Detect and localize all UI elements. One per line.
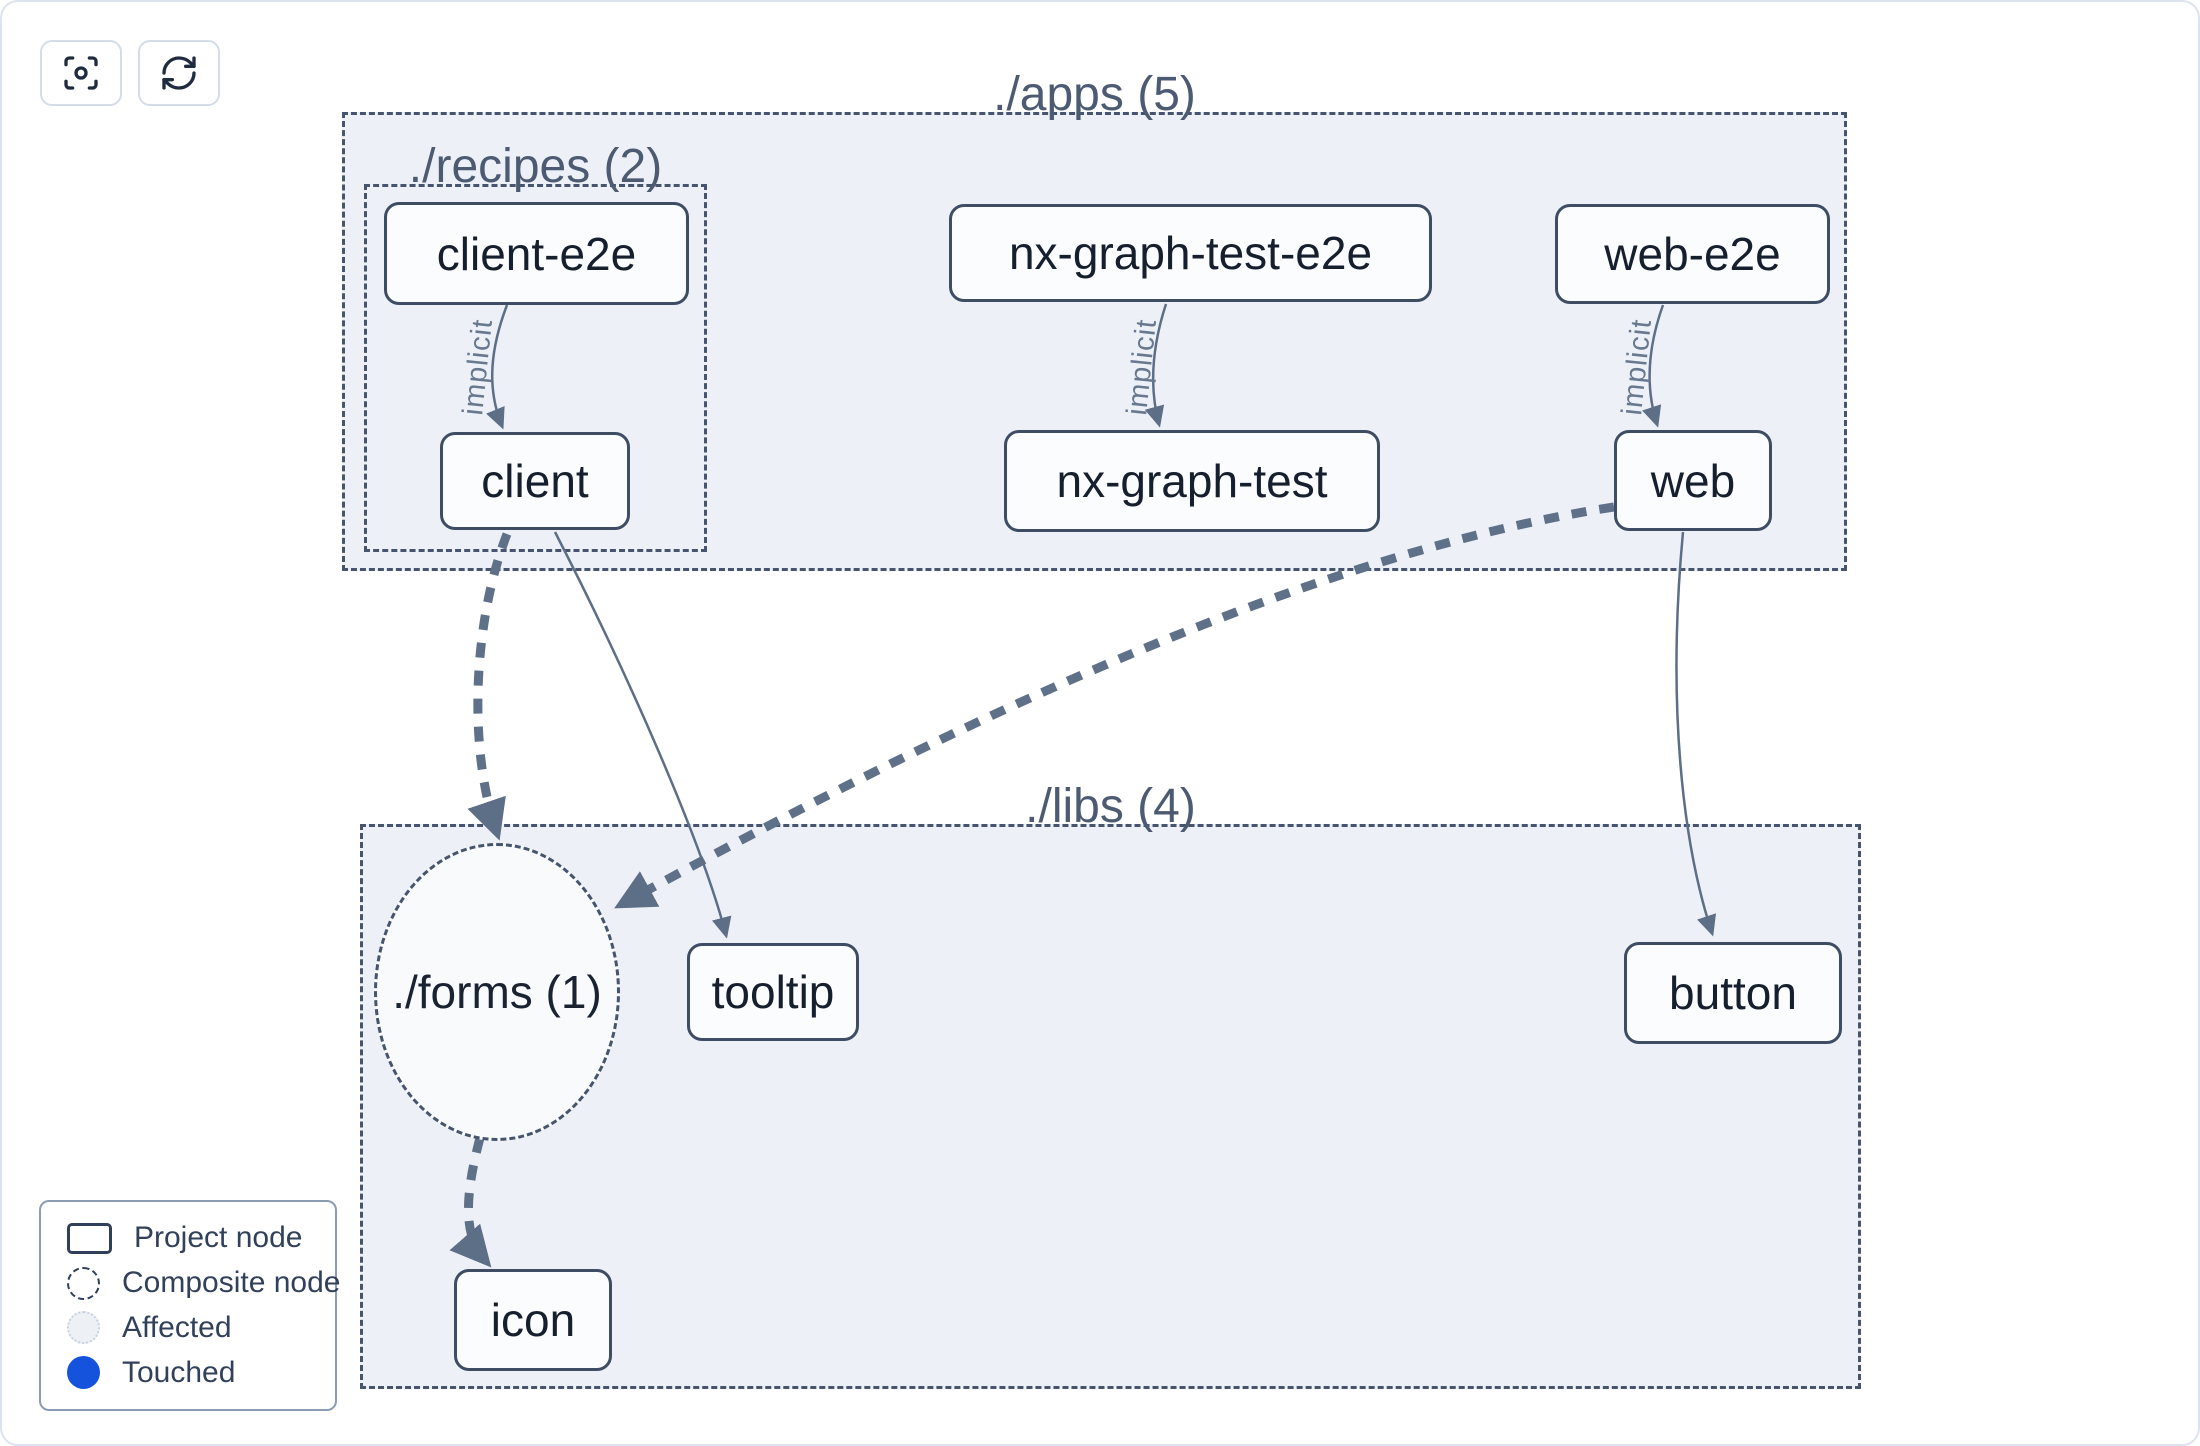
node-icon-label: icon xyxy=(490,1294,576,1346)
touched-swatch-icon xyxy=(67,1356,100,1390)
legend-item-composite-node: Composite node xyxy=(67,1266,340,1300)
group-apps-label: ./apps (5) xyxy=(993,68,1196,121)
node-nx-graph-test-label: nx-graph-test xyxy=(1056,455,1328,507)
group-libs-label: ./libs (4) xyxy=(1025,780,1196,833)
edge-forms-to-icon xyxy=(449,1136,492,1268)
node-web-e2e[interactable]: web-e2e xyxy=(1555,204,1830,304)
legend-label: Touched xyxy=(122,1355,236,1389)
legend-item-affected: Affected xyxy=(67,1311,335,1345)
legend-item-touched: Touched xyxy=(67,1356,335,1390)
node-icon[interactable]: icon xyxy=(454,1269,612,1371)
edge-web-to-forms xyxy=(614,502,1615,909)
legend-label: Project node xyxy=(134,1221,303,1255)
project-node-swatch-icon xyxy=(67,1222,112,1254)
node-web[interactable]: web xyxy=(1614,430,1772,531)
legend-item-project-node: Project node xyxy=(67,1221,335,1255)
node-nx-graph-test-e2e-label: nx-graph-test-e2e xyxy=(1008,227,1373,279)
edge-web-e2e-to-web xyxy=(1642,304,1665,428)
node-button-label: button xyxy=(1669,967,1797,1019)
affected-swatch-icon xyxy=(67,1311,100,1345)
legend-label: Affected xyxy=(122,1310,232,1344)
node-client[interactable]: client xyxy=(440,432,630,530)
node-tooltip[interactable]: tooltip xyxy=(687,943,859,1041)
composite-node-swatch-icon xyxy=(67,1266,100,1300)
focus-icon xyxy=(64,56,98,90)
node-client-e2e-label: client-e2e xyxy=(436,227,637,280)
edge-client-to-tooltip xyxy=(553,531,732,939)
node-nx-graph-test-e2e[interactable]: nx-graph-test-e2e xyxy=(949,204,1432,302)
center-graph-button[interactable] xyxy=(40,40,122,106)
group-recipes-label: ./recipes (2) xyxy=(408,140,663,193)
composite-node-forms[interactable]: ./forms (1) xyxy=(374,843,620,1141)
edge-web-to-button xyxy=(1675,531,1717,937)
node-web-e2e-label: web-e2e xyxy=(1604,228,1781,280)
legend-label: Composite node xyxy=(122,1266,341,1300)
node-client-label: client xyxy=(481,455,589,507)
legend: Project node Composite node Affected Tou… xyxy=(39,1200,340,1411)
refresh-icon xyxy=(162,56,196,90)
composite-node-forms-label: ./forms (1) xyxy=(392,966,602,1018)
edge-nx-graph-test-e2e-to-nx-graph-test xyxy=(1144,303,1168,428)
edge-client-to-forms xyxy=(467,532,512,841)
node-web-label: web xyxy=(1650,454,1736,507)
edge-label-implicit: implicit xyxy=(457,317,499,416)
node-button[interactable]: button xyxy=(1624,942,1842,1044)
edge-label-implicit: implicit xyxy=(1121,317,1163,416)
edge-client-e2e-to-client xyxy=(486,304,509,430)
node-client-e2e[interactable]: client-e2e xyxy=(384,202,689,305)
refresh-graph-button[interactable] xyxy=(138,40,220,106)
node-tooltip-label: tooltip xyxy=(711,966,835,1018)
node-nx-graph-test[interactable]: nx-graph-test xyxy=(1004,430,1380,532)
